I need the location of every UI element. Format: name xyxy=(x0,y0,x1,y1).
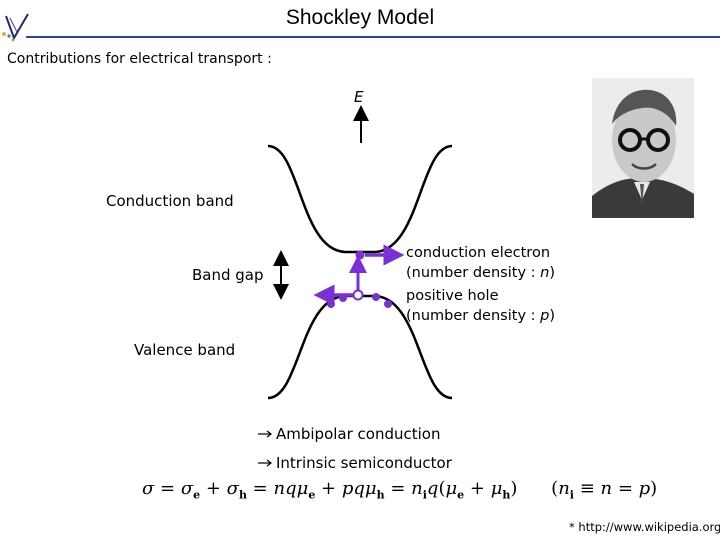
logo-icon xyxy=(2,13,29,42)
page-title: Shockley Model xyxy=(285,6,435,29)
electron-annotation-line1: conduction electron xyxy=(406,245,551,261)
title-bar: Shockley Model xyxy=(0,0,720,44)
conduction-band-curve xyxy=(267,144,453,254)
conductivity-formula: σ = σe + σh = nqμe + pqμh = niq(μe + μh)… xyxy=(142,478,658,502)
bullet-arrow-icon xyxy=(258,430,272,438)
valence-electron xyxy=(339,294,347,302)
valence-electron xyxy=(384,300,392,308)
portrait-photo-icon xyxy=(592,78,694,218)
hole-annotation-line1: positive hole xyxy=(406,288,499,304)
hole-annotation-line2: (number density : p) xyxy=(406,308,556,324)
conclusion-ambipolar: Ambipolar conduction xyxy=(276,425,441,443)
title-underline xyxy=(26,36,720,38)
band-gap-label: Band gap xyxy=(192,266,264,284)
conduction-band-label: Conduction band xyxy=(106,192,234,210)
conduction-electron xyxy=(355,250,365,260)
bullet-arrow-icon xyxy=(258,459,272,467)
hole-annotation: positive hole (number density : p) xyxy=(406,286,555,326)
valence-electron xyxy=(327,300,335,308)
electron-annotation-line2: (number density : n) xyxy=(406,265,555,281)
energy-axis-label: E xyxy=(354,88,364,106)
source-footnote: * http://www.wikipedia.org/ xyxy=(569,520,720,534)
scientist-portrait xyxy=(592,78,694,218)
valence-band-label: Valence band xyxy=(134,341,236,359)
positive-hole xyxy=(352,289,364,301)
valence-electron xyxy=(372,293,380,301)
subtitle: Contributions for electrical transport : xyxy=(7,51,272,67)
intrinsic-relation: (ni ≡ n = p) xyxy=(551,478,658,502)
conclusion-intrinsic: Intrinsic semiconductor xyxy=(276,454,452,472)
electron-annotation: conduction electron (number density : n) xyxy=(406,243,555,283)
